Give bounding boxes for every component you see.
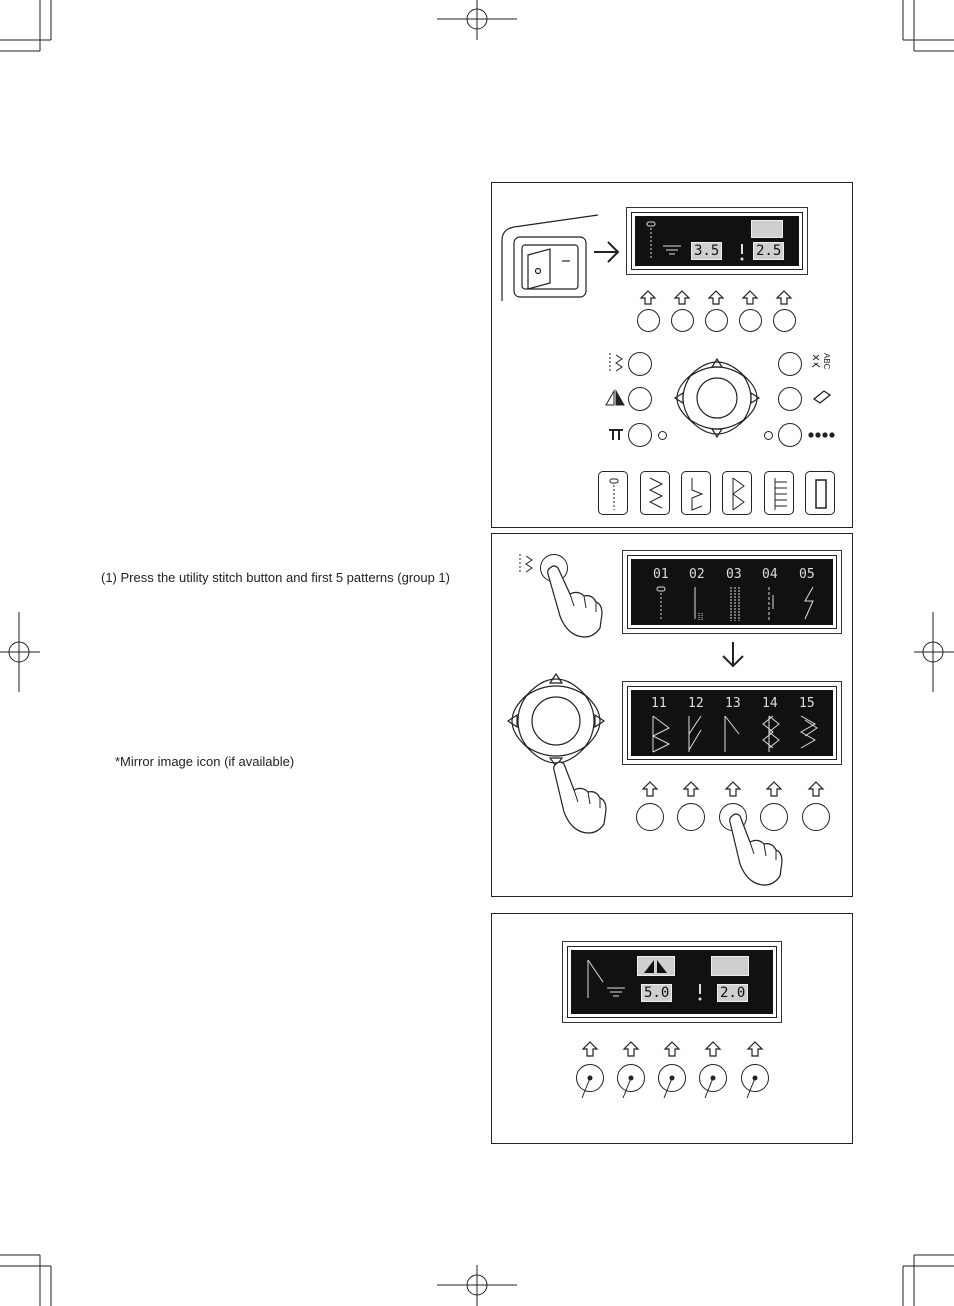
- direction-pad: [673, 357, 761, 439]
- pattern-previews-group3: [651, 715, 818, 753]
- memory-button[interactable]: [778, 423, 802, 447]
- blind-hem-icon: [691, 478, 704, 511]
- presser-foot-icon: [751, 220, 783, 238]
- pointing-hand-icon: [553, 761, 607, 834]
- mirror-note: *Mirror image icon (if available): [115, 754, 295, 769]
- overlock-button[interactable]: [764, 471, 794, 515]
- function-button-1[interactable]: [636, 803, 664, 831]
- alphabet-button[interactable]: [778, 352, 802, 376]
- left-button[interactable]: [506, 700, 522, 744]
- pattern-number-15: 15: [799, 696, 815, 711]
- zigzag-stitch-icon: [648, 477, 664, 509]
- function-button-4[interactable]: [760, 803, 788, 831]
- function-button-2[interactable]: [617, 1064, 645, 1092]
- pattern-number-04: 04: [762, 567, 778, 582]
- function-button-1[interactable]: [637, 309, 660, 332]
- eraser-button[interactable]: [778, 387, 802, 411]
- function-button-arrows: [581, 1041, 764, 1057]
- stitch-length-value: 2.0: [717, 984, 749, 1002]
- pattern-number-03: 03: [726, 567, 742, 582]
- selected-pattern-icon: [587, 959, 604, 998]
- buttonhole-icon: [815, 479, 827, 509]
- callout-leader-lines: [581, 1075, 758, 1099]
- mirror-image-button[interactable]: [628, 387, 652, 411]
- utility-stitch-icon: [519, 554, 533, 574]
- svg-text:ABC: ABC: [822, 353, 831, 370]
- center-ok-button[interactable]: [532, 697, 580, 745]
- presser-foot-icon: [711, 956, 749, 976]
- function-button-2[interactable]: [671, 309, 694, 332]
- function-button-3[interactable]: [705, 309, 728, 332]
- pattern-number-02: 02: [689, 567, 705, 582]
- left-button[interactable]: [673, 379, 687, 417]
- eraser-icon: [812, 390, 832, 404]
- stitch-length-icon: [740, 244, 744, 261]
- pattern-number-05: 05: [799, 567, 815, 582]
- needle-position-icon: [646, 221, 656, 258]
- function-button-1[interactable]: [576, 1064, 604, 1092]
- stitch-width-value: 5.0: [641, 984, 673, 1002]
- function-button-5[interactable]: [802, 803, 830, 831]
- pattern-number-12: 12: [688, 696, 704, 711]
- stitch-width-value: 3.5: [691, 242, 723, 260]
- down-button[interactable]: [698, 425, 734, 441]
- utility-stitch-button[interactable]: [628, 352, 652, 376]
- overlock-icon: [774, 478, 787, 510]
- right-button[interactable]: [747, 379, 761, 417]
- lcd-pattern-group3: 11 12 13 14 15: [627, 686, 837, 760]
- step1-note: (1) Press the utility stitch button and …: [101, 570, 450, 585]
- tie-off-button[interactable]: [628, 423, 652, 447]
- pattern-number-01: 01: [653, 567, 669, 582]
- lcd-display: 3.5 2.5: [631, 212, 803, 270]
- direction-pad: [506, 672, 606, 767]
- function-button-2[interactable]: [677, 803, 705, 831]
- lcd-display: 5.0 2.0: [567, 946, 777, 1018]
- panel-pattern-select: 01 02 03 04 05: [491, 533, 853, 897]
- function-button-arrows: [641, 781, 825, 797]
- function-button-arrows: [639, 290, 793, 305]
- right-arrow-icon: [594, 241, 620, 263]
- pattern-number-13: 13: [725, 696, 741, 711]
- function-button-4[interactable]: [739, 309, 762, 332]
- stitch-length-value: 2.5: [753, 242, 785, 260]
- pointing-hand-icon: [547, 565, 603, 638]
- mirror-image-icon: [637, 956, 675, 976]
- alphabet-icon: ABC: [811, 353, 831, 370]
- stretch-stitch-icon: [732, 477, 745, 511]
- power-switch-icon: [501, 214, 599, 301]
- center-ok-button[interactable]: [697, 378, 737, 418]
- pattern-previews-group1: [656, 586, 814, 621]
- tie-off-icon: [609, 429, 623, 440]
- memory-dots-icon: [808, 432, 835, 438]
- straight-stitch-button[interactable]: [598, 471, 628, 515]
- up-button[interactable]: [698, 355, 734, 371]
- buttonhole-button[interactable]: [805, 471, 835, 515]
- right-button[interactable]: [588, 700, 604, 744]
- mirror-image-icon: [605, 389, 625, 406]
- pattern-number-14: 14: [762, 696, 778, 711]
- memory-led: [764, 431, 773, 440]
- function-button-5[interactable]: [773, 309, 796, 332]
- function-button-3[interactable]: [658, 1064, 686, 1092]
- zigzag-stitch-button[interactable]: [640, 471, 670, 515]
- straight-stitch-icon: [609, 478, 619, 510]
- stitch-width-icon: [607, 987, 625, 997]
- stretch-stitch-button[interactable]: [722, 471, 752, 515]
- pattern-number-11: 11: [651, 696, 667, 711]
- tie-off-led: [658, 431, 667, 440]
- stitch-length-icon: [698, 984, 702, 1001]
- stitch-width-icon: [663, 245, 681, 255]
- pointing-hand-icon: [729, 813, 783, 886]
- utility-stitch-icon: [609, 353, 623, 373]
- blind-hem-button[interactable]: [681, 471, 711, 515]
- up-button[interactable]: [536, 670, 576, 688]
- lcd-pattern-group1: 01 02 03 04 05: [627, 555, 837, 629]
- panel-pattern-settings: 5.0 2.0: [491, 913, 853, 1144]
- down-arrow-icon: [722, 642, 744, 668]
- panel-power-on: 3.5 2.5: [491, 182, 853, 528]
